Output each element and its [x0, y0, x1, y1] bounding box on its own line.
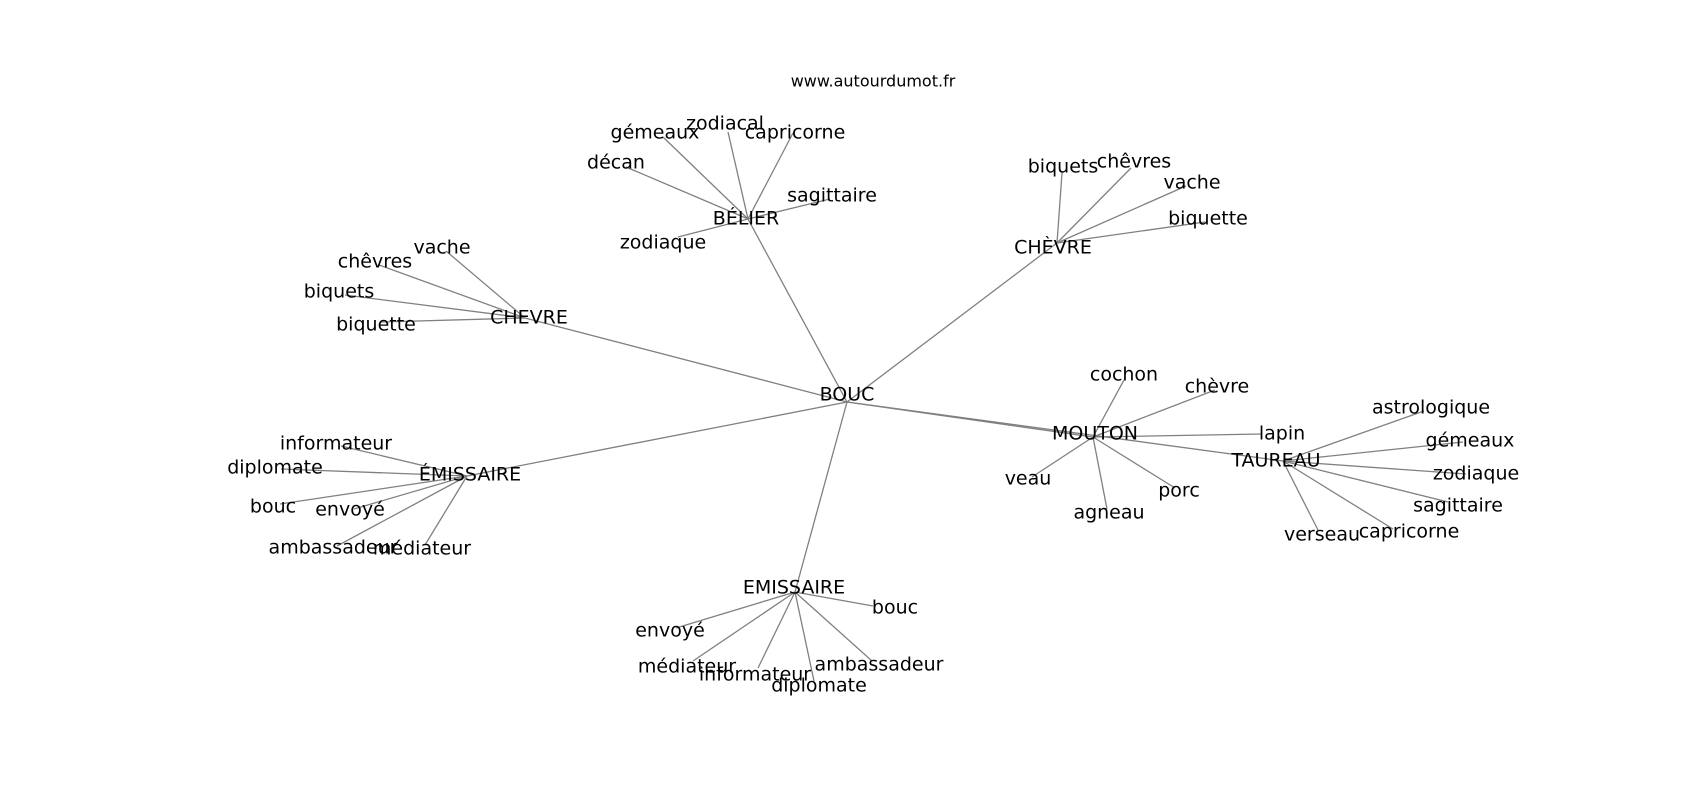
node-label-b-decan: décan [587, 152, 645, 174]
edge-bouc_center-taureau [846, 401, 1284, 462]
node-label-belier: BÉLIER [713, 207, 779, 230]
node-label-ca-chevres: chêvres [1097, 151, 1171, 173]
edge-taureau-t_verseau [1282, 460, 1319, 531]
edge-belier-b_zodiaque [677, 218, 749, 238]
edge-belier-b_zodiacal [727, 131, 749, 220]
edge-emissaire-e_bouc [794, 591, 874, 607]
edge-emissaire-e_diplomate [794, 591, 815, 682]
node-label-e-mediateur: médiateur [638, 656, 736, 678]
node-label-c-vache: vache [413, 237, 470, 259]
edge-taureau-t_zodiaque [1282, 460, 1467, 475]
node-label-e-ambassadeur: ambassadeur [815, 654, 944, 676]
edge-bouc_center-chevre_acc [846, 242, 1058, 403]
edge-chevre_acc-ca_biquette [1056, 221, 1206, 244]
edge-mouton-m_chevre [1092, 389, 1216, 438]
edge-emissaire-e_ambassadeur [794, 591, 873, 662]
node-label-mouton: MOUTON [1052, 423, 1138, 445]
edge-belier-b_decan [625, 166, 749, 220]
edge-mouton-m_porc [1092, 436, 1176, 489]
node-label-m-porc: porc [1158, 480, 1200, 502]
node-label-ea-envoye: envoyé [315, 499, 385, 521]
node-label-b-zodiaque: zodiaque [620, 232, 706, 254]
edge-bouc_center-belier [747, 218, 848, 403]
node-label-taureau: TAUREAU [1230, 450, 1320, 472]
node-label-ea-mediateur: médiateur [373, 538, 471, 560]
node-label-bouc-center: BOUC [820, 384, 875, 406]
edge-chevre-c_biquets [344, 294, 526, 319]
site-credit: www.autourdumot.fr [791, 72, 956, 91]
node-label-e-informateur: informateur [699, 664, 811, 686]
node-label-ca-biquets: biquets [1028, 156, 1098, 178]
edge-chevre_acc-ca_vache [1056, 185, 1187, 244]
edge-chevre-c_biquette [380, 317, 526, 323]
edge-bouc_center-chevre [524, 317, 848, 403]
node-label-b-zodiacal: zodiacal [686, 113, 764, 135]
edge-taureau-t_astrologique [1282, 410, 1425, 462]
edge-bouc_center-emissaire [794, 401, 848, 593]
node-label-t-zodiaque: zodiaque [1433, 463, 1519, 485]
node-label-c-chevres: chêvres [338, 251, 412, 273]
node-label-emissaire-acc: ÉMISSAIRE [419, 463, 521, 486]
node-label-chevre: CHEVRE [490, 307, 568, 329]
node-label-m-chevre: chèvre [1185, 376, 1250, 398]
node-label-e-bouc: bouc [872, 597, 918, 619]
node-label-m-cochon: cochon [1090, 364, 1158, 386]
node-label-t-gemeaux: gémeaux [1426, 430, 1515, 452]
edge-belier-b_gemeaux [662, 136, 749, 220]
node-label-emissaire: EMISSAIRE [743, 577, 845, 599]
node-label-ca-vache: vache [1163, 172, 1220, 194]
node-label-c-biquette: biquette [336, 314, 416, 336]
node-label-m-agneau: agneau [1073, 502, 1144, 524]
label-layer: BOUC BÉLIER CHÈVRE CHEVRE ÉMISSAIRE EMISSAIRE… [227, 113, 1519, 697]
edge-emissaire-e_informateur [757, 591, 796, 669]
node-label-t-sagittaire: sagittaire [1413, 495, 1503, 517]
edge-emissaire_acc-ea_diplomate [280, 468, 468, 477]
edge-chevre_acc-ca_chevres [1056, 167, 1132, 244]
node-label-ea-informateur: informateur [280, 433, 392, 455]
node-label-chevre-acc: CHÈVRE [1014, 236, 1092, 259]
edge-mouton-m_veau [1031, 436, 1094, 478]
edge-bouc_center-emissaire_acc [466, 401, 848, 477]
node-label-ea-bouc: bouc [250, 496, 296, 518]
edge-taureau-t_sagittaire [1282, 460, 1449, 503]
edge-emissaire-e_mediateur [692, 591, 796, 662]
edge-emissaire_acc-ea_informateur [340, 445, 468, 477]
edge-belier-b_sagittaire [747, 198, 831, 220]
node-label-ea-diplomate: diplomate [227, 457, 323, 479]
edge-chevre-c_vache [445, 250, 526, 319]
node-label-b-capricorne: capricorne [745, 122, 846, 144]
node-label-b-sagittaire: sagittaire [787, 185, 877, 207]
edge-mouton-m_agneau [1092, 436, 1108, 510]
edge-chevre_acc-ca_biquets [1056, 172, 1063, 244]
edge-layer [279, 131, 1467, 682]
edge-emissaire-e_envoye [675, 591, 796, 629]
edge-mouton-m_cochon [1092, 379, 1125, 438]
node-label-m-lapin: lapin [1259, 423, 1305, 445]
node-label-c-biquets: biquets [304, 281, 374, 303]
edge-taureau-t_capricorne [1282, 460, 1394, 530]
node-label-t-verseau: verseau [1284, 524, 1360, 546]
edge-mouton-m_lapin [1092, 433, 1263, 438]
node-label-t-capricorne: capricorne [1359, 521, 1460, 543]
edge-taureau-t_gemeaux [1282, 441, 1464, 462]
edge-chevre-c_chevres [378, 264, 526, 319]
edge-emissaire_acc-ea_bouc [279, 475, 468, 505]
node-label-ea-ambassadeur: ambassadeur [269, 537, 398, 559]
node-label-b-gemeaux: gémeaux [611, 122, 700, 144]
edge-belier-b_capricorne [747, 132, 794, 220]
node-label-e-diplomate: diplomate [771, 675, 867, 697]
edge-emissaire_acc-ea_ambassadeur [336, 475, 468, 547]
edge-emissaire_acc-ea_envoye [353, 475, 468, 510]
node-label-t-astrologique: astrologique [1372, 397, 1490, 419]
node-label-e-envoye: envoyé [635, 620, 705, 642]
node-label-ca-biquette: biquette [1168, 208, 1248, 230]
node-label-m-veau: veau [1005, 468, 1052, 490]
edge-emissaire_acc-ea_mediateur [424, 475, 468, 546]
